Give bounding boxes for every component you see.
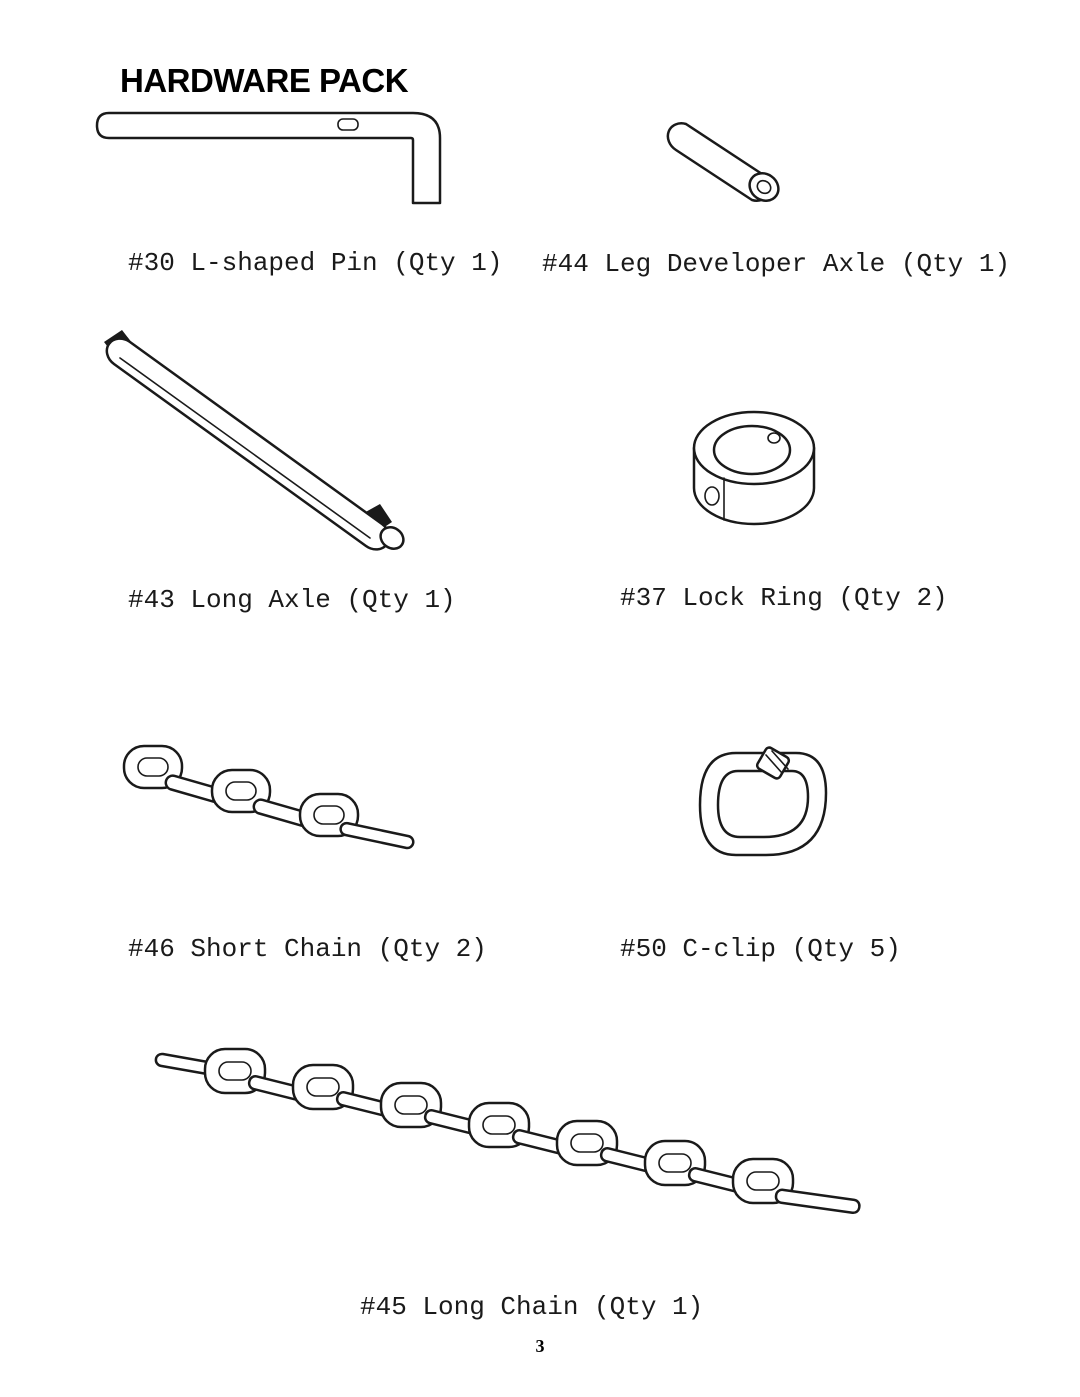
long-chain-icon (154, 1045, 870, 1230)
leg-developer-axle-caption: #44 Leg Developer Axle (Qty 1) (542, 249, 1011, 279)
page-title: HARDWARE PACK (120, 62, 409, 99)
l-shaped-pin-caption: #30 L-shaped Pin (Qty 1) (128, 248, 503, 278)
short-chain-icon (120, 740, 420, 852)
long-axle-icon (100, 328, 410, 558)
c-clip-caption: #50 C-clip (Qty 5) (620, 934, 901, 964)
page-number: 3 (535, 1336, 545, 1356)
c-clip-icon (696, 745, 831, 860)
short-chain-caption: #46 Short Chain (Qty 2) (128, 934, 487, 964)
lock-ring-icon (690, 408, 820, 528)
long-axle-caption: #43 Long Axle (Qty 1) (128, 585, 456, 615)
lock-ring-caption: #37 Lock Ring (Qty 2) (620, 583, 948, 613)
long-chain-caption: #45 Long Chain (Qty 1) (360, 1292, 704, 1322)
l-shaped-pin-icon (95, 108, 445, 208)
leg-developer-axle-icon (666, 116, 787, 211)
